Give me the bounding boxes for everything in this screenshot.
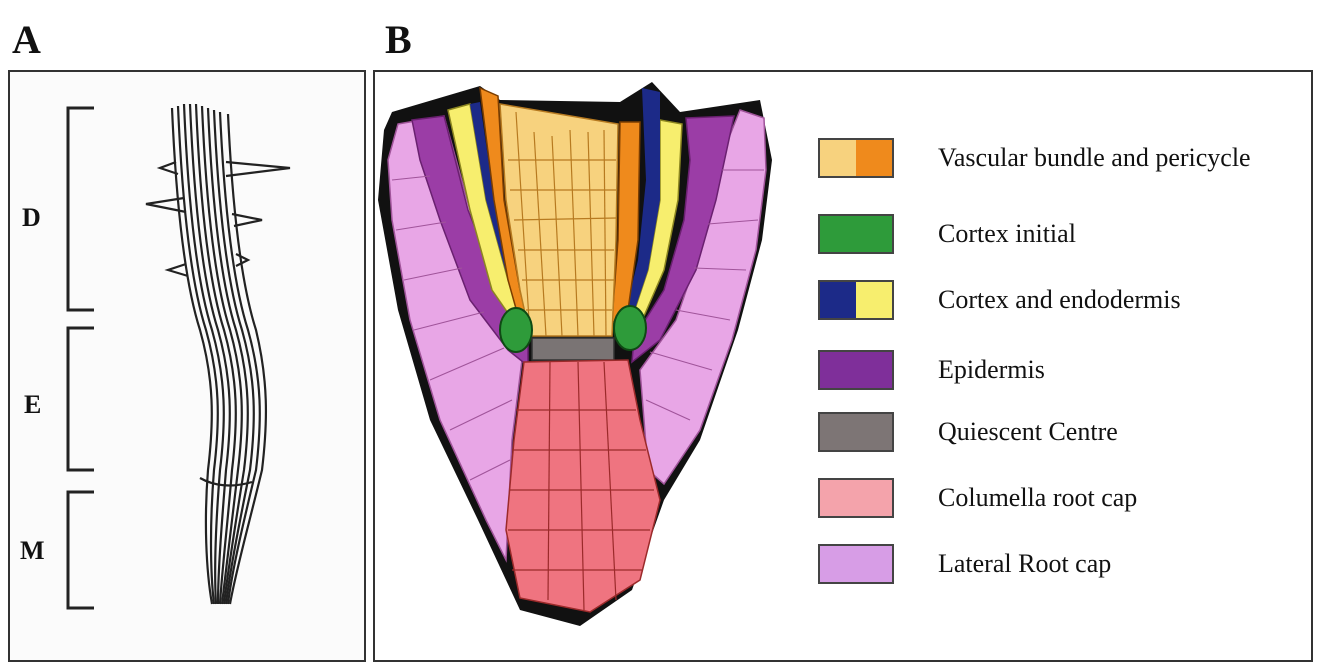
legend-item-lateral-root-cap: Lateral Root cap [818, 544, 1308, 588]
legend-item-columella: Columella root cap [818, 478, 1308, 522]
legend-label: Cortex initial [938, 220, 1076, 249]
legend-swatch [818, 214, 894, 254]
legend-label: Cortex and endodermis [938, 286, 1181, 315]
swatch-part [856, 140, 892, 176]
legend-swatch [818, 350, 894, 390]
legend-label: Vascular bundle and pericycle [938, 144, 1251, 173]
legend-item-vascular: Vascular bundle and pericycle [818, 138, 1308, 182]
legend-swatch [818, 478, 894, 518]
legend-swatch [818, 138, 894, 178]
swatch-part [856, 282, 892, 318]
swatch-part [820, 140, 856, 176]
legend-label: Lateral Root cap [938, 550, 1111, 579]
legend-item-epidermis: Epidermis [818, 350, 1308, 394]
legend-item-quiescent: Quiescent Centre [818, 412, 1308, 456]
legend-label: Columella root cap [938, 484, 1137, 513]
quiescent-centre [532, 338, 614, 360]
swatch-part [820, 282, 856, 318]
legend-label: Epidermis [938, 356, 1045, 385]
legend-swatch [818, 412, 894, 452]
legend-item-cortex-endodermis: Cortex and endodermis [818, 280, 1308, 324]
legend-item-cortex-initial: Cortex initial [818, 214, 1308, 258]
legend-label: Quiescent Centre [938, 418, 1118, 447]
legend-swatch [818, 544, 894, 584]
cortex-initial-right [614, 306, 646, 350]
cortex-initial-left [500, 308, 532, 352]
legend-swatch [818, 280, 894, 320]
